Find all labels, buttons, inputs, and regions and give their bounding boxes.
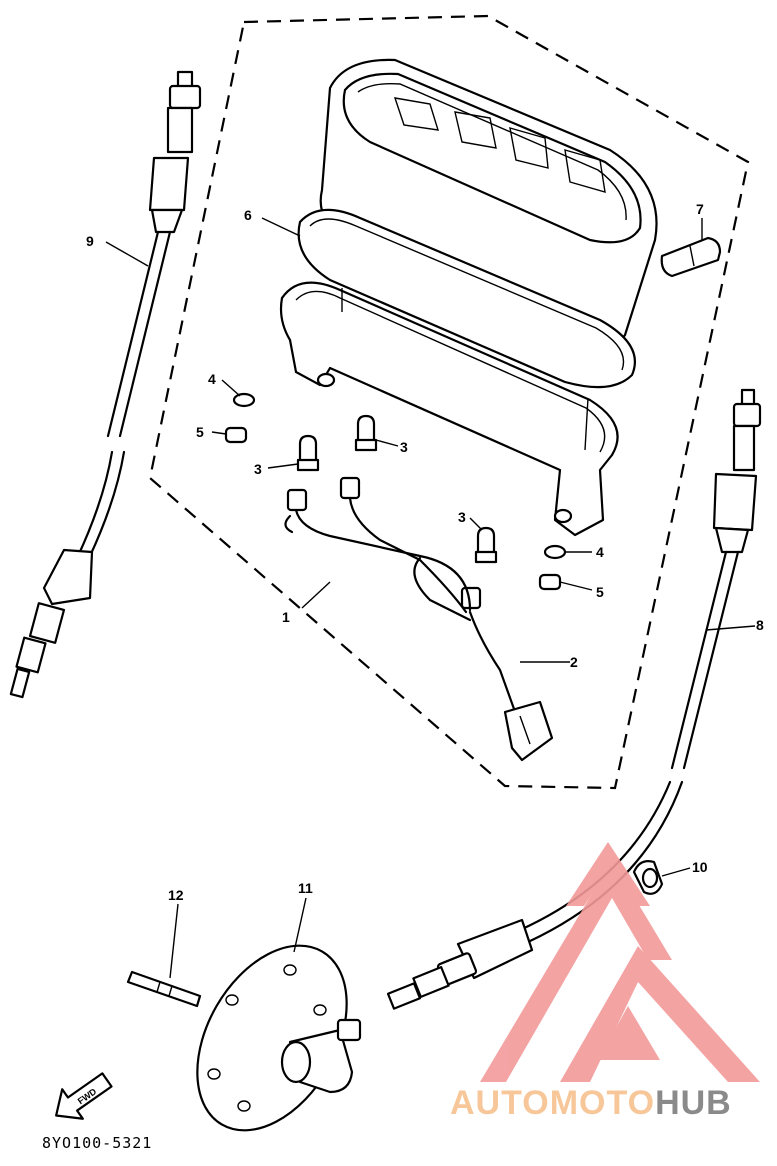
drawing-code: 8YO100-5321 <box>42 1134 152 1152</box>
washer-left <box>232 392 256 408</box>
drive-pin <box>126 970 202 1008</box>
assembly-boundary <box>148 14 750 790</box>
callout-3-c: 3 <box>458 509 466 525</box>
callout-6: 6 <box>244 207 252 223</box>
forward-arrow-icon: FWD <box>55 1072 113 1120</box>
callout-11: 11 <box>298 880 313 896</box>
bulb-3 <box>474 526 498 564</box>
nut-right <box>538 573 562 591</box>
callout-7: 7 <box>696 201 704 217</box>
bulb-2 <box>354 414 378 452</box>
meter-case-bracket <box>279 281 619 537</box>
callout-3-b: 3 <box>254 461 262 477</box>
meter-gasket <box>297 208 637 389</box>
callout-9: 9 <box>86 233 94 249</box>
callout-4-a: 4 <box>208 371 216 387</box>
drive-gear-housing <box>196 944 362 1132</box>
trip-reset-knob <box>660 236 722 278</box>
speedometer-cable-left <box>9 70 202 699</box>
callout-12: 12 <box>168 887 184 903</box>
cable-clamp <box>632 860 664 895</box>
callout-1: 1 <box>282 609 290 625</box>
callout-4-b: 4 <box>596 544 604 560</box>
automotohub-logo-icon <box>480 842 760 1082</box>
callout-3-a: 3 <box>400 439 408 455</box>
callout-8: 8 <box>756 617 764 633</box>
watermark-text: AUTOMOTOHUB <box>450 1084 732 1122</box>
speedometer-cable-right <box>386 388 762 1010</box>
watermark-part1: AUTOMOTO <box>450 1084 655 1122</box>
leader-lines <box>105 217 756 979</box>
watermark-part2: HUB <box>655 1084 732 1122</box>
nut-left <box>224 426 248 444</box>
callout-5-b: 5 <box>596 584 604 600</box>
bulb-1 <box>296 434 320 472</box>
callout-2: 2 <box>570 654 578 670</box>
meter-lead-harness <box>284 476 554 762</box>
callout-5-a: 5 <box>196 424 204 440</box>
washer-right <box>543 544 567 560</box>
callout-10: 10 <box>692 859 708 875</box>
